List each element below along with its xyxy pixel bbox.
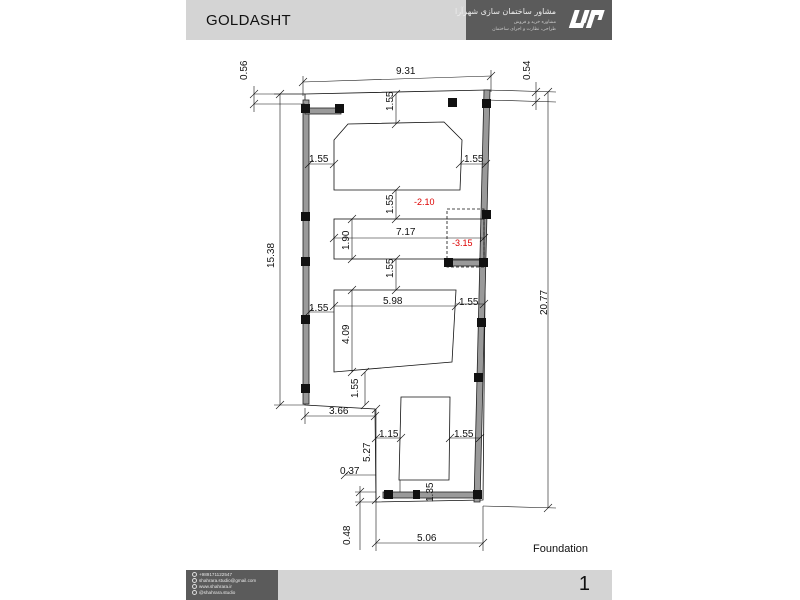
shahrara-logo-icon <box>568 10 605 28</box>
brand-tagline-1: مشاوره خرید و فروش <box>513 20 556 25</box>
column <box>477 318 486 327</box>
dim-pit1-top-gap: 1.55 <box>385 91 396 111</box>
level-pit2: -3.15 <box>452 238 473 248</box>
pit-3-outline <box>333 289 457 373</box>
columns <box>301 98 491 499</box>
column <box>479 258 488 267</box>
dim-pit3-left-gap: 1.55 <box>309 303 329 314</box>
column <box>444 258 453 267</box>
column <box>301 384 310 393</box>
globe-icon <box>192 584 197 590</box>
column <box>301 257 310 266</box>
dim-bottom-left-offset: 0.48 <box>342 525 353 545</box>
column <box>384 490 393 499</box>
dim-lower-left-offset: 0.37 <box>340 466 360 477</box>
contact-block: +989171122547 shahrara.studio@gmail.com … <box>186 570 278 600</box>
contact-instagram[interactable]: @shahrara.studio <box>192 590 235 596</box>
dim-bottom-gap: 1.35 <box>425 482 436 502</box>
dim-pit3-width: 5.98 <box>383 296 403 307</box>
dim-lower-gap-top: 1.55 <box>350 378 361 398</box>
brand-name: مشاور ساختمان سازی شهرآرا <box>454 7 556 16</box>
contact-phone: +989171122547 <box>192 572 232 578</box>
dim-right-height: 20.77 <box>539 290 550 315</box>
phone-icon <box>192 572 197 578</box>
instagram-icon <box>192 590 197 596</box>
column <box>473 490 482 499</box>
column <box>482 99 491 108</box>
brand-block: مشاور ساختمان سازی شهرآرا مشاوره خرید و … <box>455 0 612 40</box>
contact-website[interactable]: www.shahrara.ir <box>192 584 232 590</box>
dim-lower-margin-right: 1.55 <box>454 429 474 440</box>
dim-lower-margin-left: 1.15 <box>379 429 399 440</box>
dim-gap-2-3: 1.55 <box>385 258 396 278</box>
dim-pit3-height: 4.09 <box>341 324 352 344</box>
pit-1-outline <box>333 121 463 191</box>
page-number: 1 <box>578 573 590 595</box>
column <box>482 210 491 219</box>
drawing-label: Foundation <box>533 543 589 555</box>
dim-top-width: 9.31 <box>396 66 416 77</box>
dim-pit1-right-gap: 1.55 <box>464 154 484 165</box>
mid-tie-beam <box>447 259 485 267</box>
brand-tagline-2: طراحی، نظارت و اجرای ساختمان <box>492 27 556 32</box>
level-pit1: -2.10 <box>414 197 435 207</box>
column <box>474 373 483 382</box>
column <box>448 98 457 107</box>
page-title: GOLDASHT <box>206 12 291 29</box>
dim-top-left-offset: 0.56 <box>239 60 250 80</box>
pit-4-outline <box>398 396 451 481</box>
dim-pit2-height: 1.90 <box>341 230 352 250</box>
dim-top-right-offset: 0.54 <box>522 60 533 80</box>
left-wall-strip <box>302 99 310 405</box>
dimension-lines <box>249 70 557 551</box>
right-wall-strip <box>473 89 491 503</box>
dim-pit1-left-gap: 1.55 <box>309 154 329 165</box>
column <box>335 104 344 113</box>
title-bar: GOLDASHT مشاور ساختمان سازی شهرآرا مشاور… <box>186 0 612 40</box>
column <box>301 104 310 113</box>
contact-email[interactable]: shahrara.studio@gmail.com <box>192 578 256 584</box>
dim-lower-height: 5.27 <box>362 442 373 462</box>
dim-pit2-length: 7.17 <box>396 227 416 238</box>
mail-icon <box>192 578 197 584</box>
column <box>301 212 310 221</box>
dim-pit3-right-gap: 1.55 <box>459 297 479 308</box>
column <box>301 315 310 324</box>
column <box>413 490 420 499</box>
dim-gap-1-2: 1.55 <box>385 194 396 214</box>
dim-left-height: 15.38 <box>266 243 277 268</box>
dim-step-width: 3.66 <box>329 406 349 417</box>
dim-bottom-width: 5.06 <box>417 533 437 544</box>
footer-bar: +989171122547 shahrara.studio@gmail.com … <box>186 570 612 600</box>
